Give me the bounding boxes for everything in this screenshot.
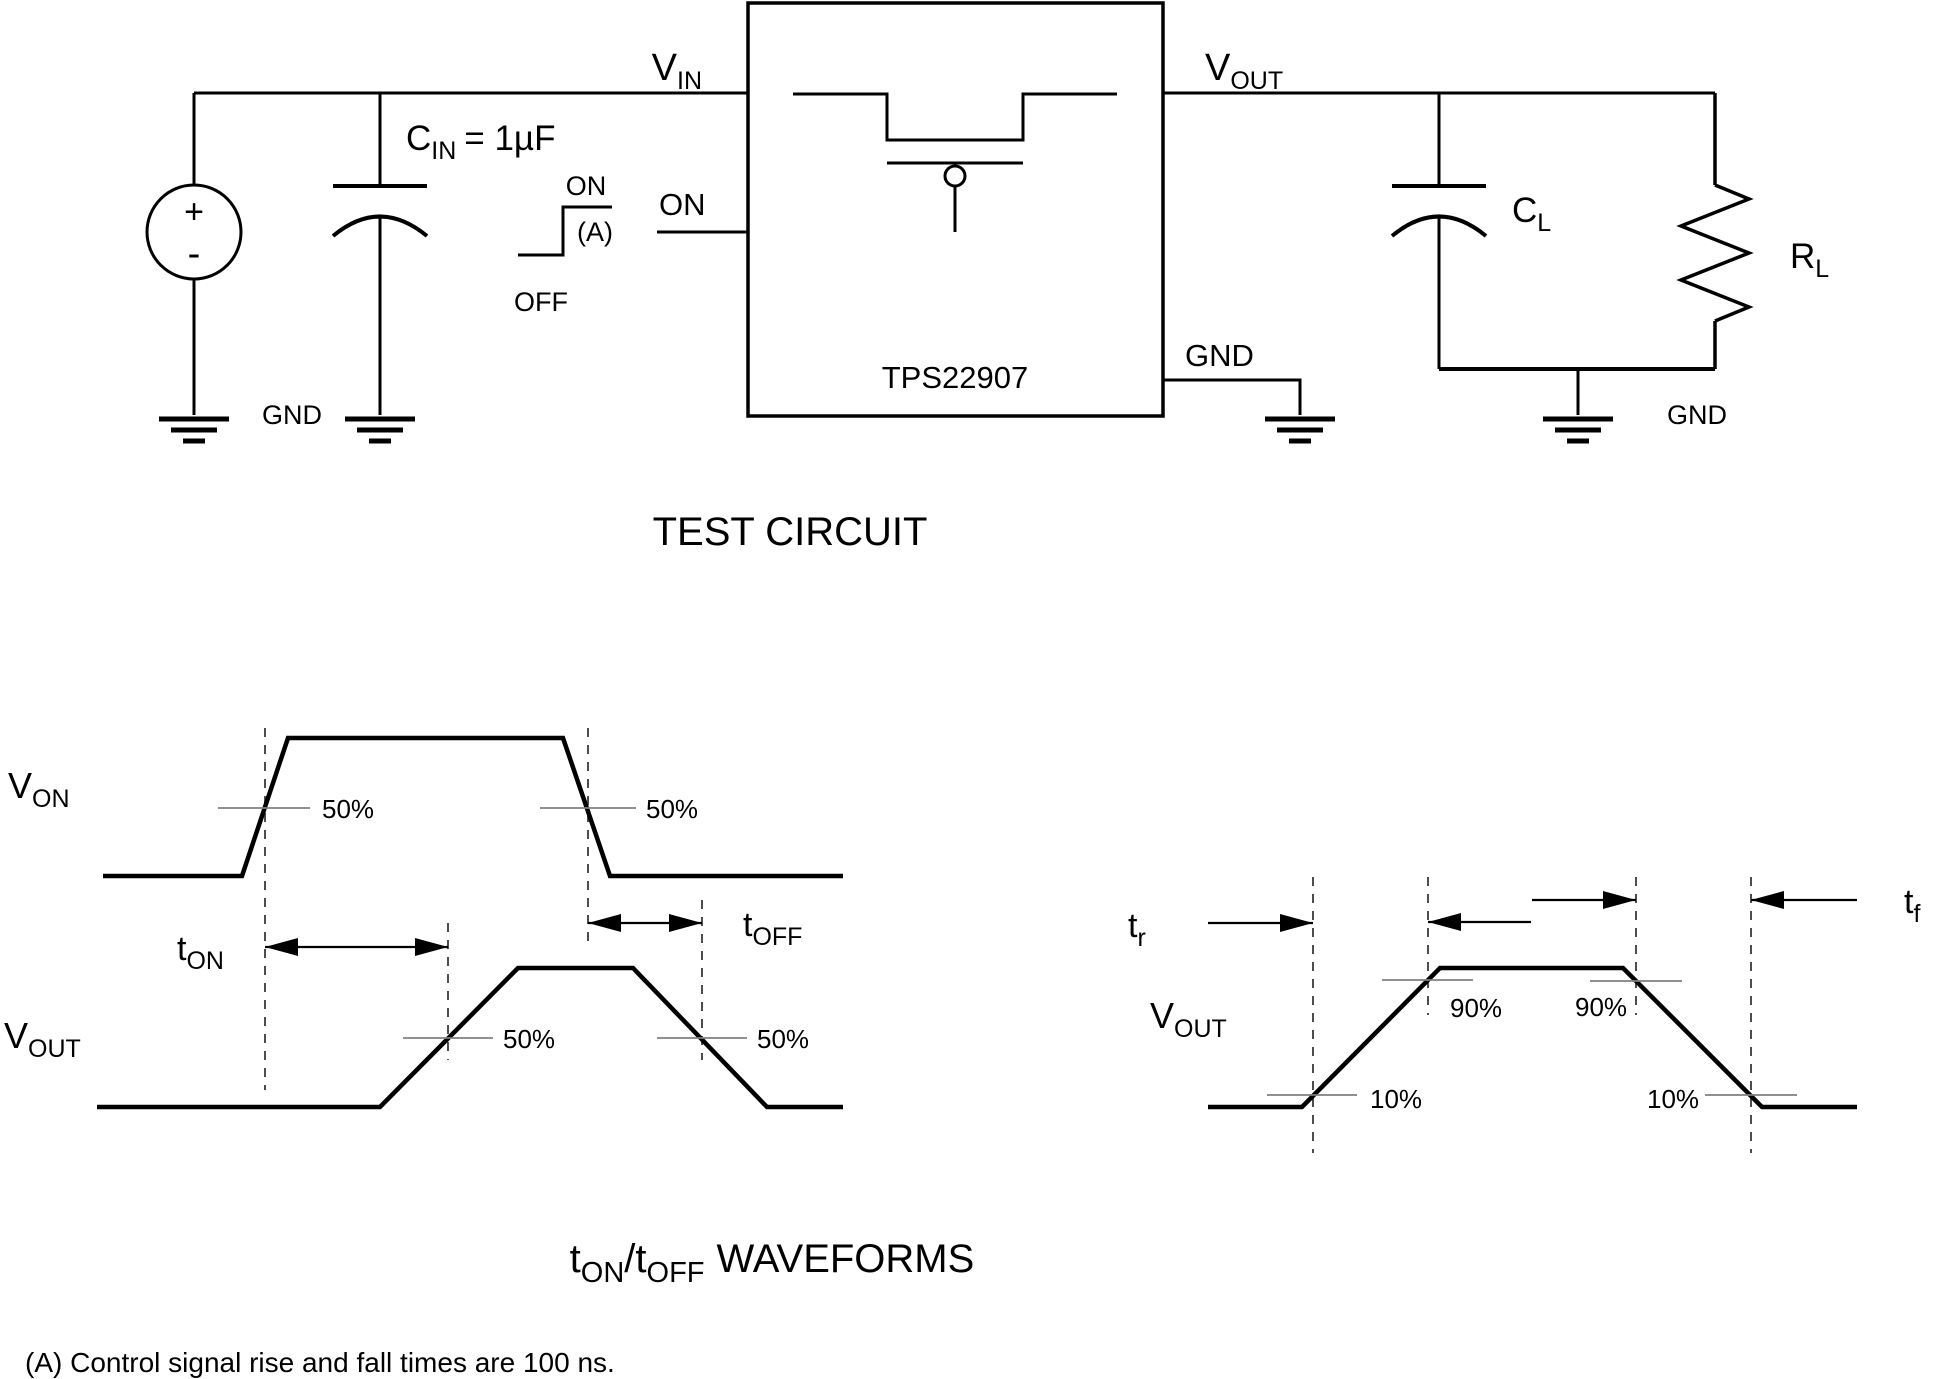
load-capacitor-cl: CL [1390, 93, 1551, 369]
tr-dimension: tr [1128, 907, 1531, 952]
input-capacitor-cin: CIN= 1µF [331, 93, 555, 444]
gnd-label-source: GND [262, 400, 322, 430]
step-waveform-glyph [518, 205, 612, 257]
von-axis-label: VON [8, 765, 70, 813]
arrow-head-left-icon [265, 938, 298, 956]
footnote: (A) Control signal rise and fall times a… [25, 1347, 615, 1378]
rise-90-label: 90% [1450, 993, 1502, 1023]
von-fall-50-label: 50% [646, 794, 698, 824]
toff-dimension: tOFF [588, 906, 802, 951]
step-off-label: OFF [514, 287, 568, 317]
arrow-head-right-icon [415, 938, 448, 956]
arrow-head-left-icon [1751, 891, 1784, 909]
vout-right-trace [1208, 965, 1857, 1110]
step-note-label: (A) [577, 217, 613, 247]
vout-fall-50-label: 50% [757, 1024, 809, 1054]
ic-outline-box [746, 1, 1165, 418]
ic-gnd-connection: GND [1163, 338, 1335, 444]
ton-label: tON [177, 930, 224, 975]
tr-label: tr [1128, 907, 1146, 952]
source-minus-sign: - [188, 233, 201, 275]
fall-90-label: 90% [1575, 992, 1627, 1022]
fall-10-label: 10% [1647, 1084, 1699, 1114]
gnd-pin-label: GND [1185, 338, 1254, 373]
mosfet-symbol [793, 92, 1117, 232]
voltage-source: + - GND [145, 93, 322, 444]
von-rise-50-label: 50% [322, 794, 374, 824]
on-control-step-symbol: ON (A) OFF [514, 171, 613, 317]
ton-toff-waveform-left: VON VOUT 50% 50% tON tOFF 50% [4, 728, 843, 1110]
gnd-label-load: GND [1667, 400, 1727, 430]
arrow-head-right-icon [1603, 891, 1636, 909]
cin-value-label: CIN= 1µF [406, 119, 555, 165]
source-plus-sign: + [184, 193, 204, 231]
tf-label: tf [1904, 883, 1920, 928]
tr-tf-waveform-right: tr tf VOUT 10% 90% 90% 10% [1128, 877, 1920, 1153]
ground-symbol [1543, 416, 1613, 444]
arrow-head-right-icon [1280, 914, 1313, 932]
toff-label: tOFF [743, 906, 802, 951]
tf-dimension: tf [1532, 883, 1920, 928]
ton-dimension: tON [177, 930, 448, 975]
vin-pin-label: VIN [652, 47, 702, 95]
rise-10-label: 10% [1370, 1084, 1422, 1114]
arrow-head-left-icon [1428, 913, 1461, 931]
mosfet-channel-path [793, 92, 1117, 142]
vout-pin-label: VOUT [1205, 47, 1283, 95]
cl-label: CL [1512, 191, 1551, 237]
step-on-label: ON [566, 171, 607, 201]
vout-axis-label: VOUT [4, 1015, 81, 1063]
gnd-pin-wire [1163, 378, 1302, 415]
vout-trace [97, 965, 843, 1110]
von-trace [103, 735, 843, 879]
rl-label: RL [1790, 237, 1829, 283]
mosfet-gate-circle [943, 164, 967, 188]
ground-symbol [159, 416, 229, 444]
ground-symbol [345, 416, 415, 444]
on-pin-label: ON [659, 187, 706, 222]
test-circuit-title: TEST CIRCUIT [653, 510, 928, 554]
load-resistor-rl: RL [1676, 93, 1829, 369]
arrow-head-left-icon [588, 914, 621, 932]
ic-tps22907: TPS22907 [746, 1, 1165, 418]
ground-symbol [1265, 416, 1335, 444]
rl-zigzag [1676, 183, 1754, 323]
arrow-head-right-icon [669, 914, 702, 932]
vout-rise-50-label: 50% [503, 1024, 555, 1054]
test-circuit: + - GND CIN= 1µF ON [145, 1, 1829, 554]
vout-right-axis-label: VOUT [1150, 995, 1227, 1043]
ic-name-label: TPS22907 [882, 360, 1029, 395]
load-ground: GND [1439, 367, 1727, 444]
